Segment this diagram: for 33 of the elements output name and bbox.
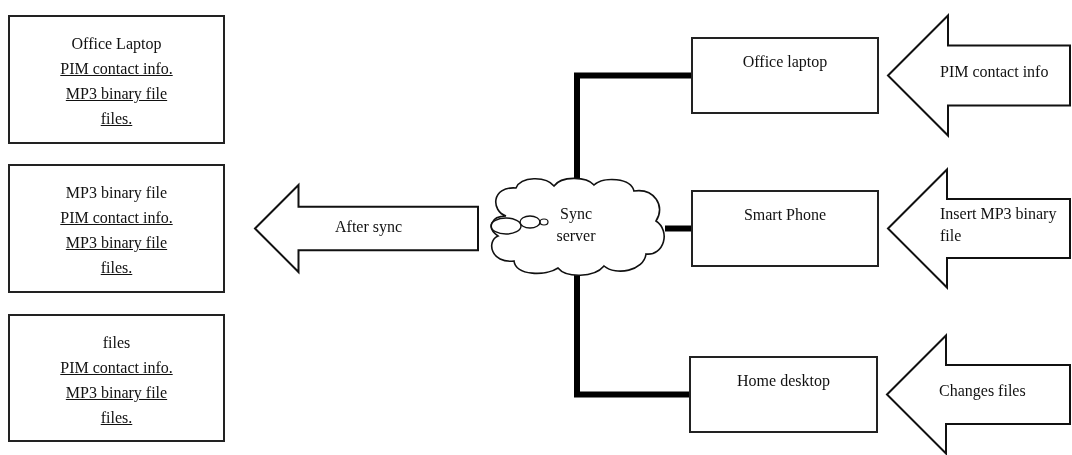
device-label: Smart Phone [743,206,827,224]
file-list-box [8,164,225,293]
box-heading: files [102,333,131,353]
device-label: Office laptop [742,53,828,71]
box-heading: MP3 binary file [65,183,168,204]
file-item: MP3 binary file [65,383,168,404]
file-item: files. [100,408,133,428]
edge-label: After sync [335,216,403,238]
device-box [691,37,879,114]
file-item: PIM contact info. [60,59,173,79]
device-label: Home desktop [737,372,830,390]
block-arrow [253,182,479,275]
device-box [691,190,879,267]
edge-label: Changes files [939,380,1026,402]
file-item: files. [100,258,133,278]
file-list-box [8,314,225,442]
block-arrow [886,13,1071,138]
cloud-label: Sync server [555,204,597,246]
connector-line [665,225,691,232]
block-arrow [885,333,1071,455]
file-item: PIM contact info. [60,208,173,228]
edge-label: PIM contact info [940,61,1049,82]
box-heading: Office Laptop [71,34,162,55]
block-arrow [886,167,1071,290]
connector-line [574,72,691,180]
file-item: MP3 binary file [65,233,168,254]
file-item: PIM contact info. [60,358,173,378]
file-item: MP3 binary file [65,84,168,105]
file-item: files. [100,109,133,129]
connector-line [574,275,689,398]
edge-label: Insert MP3 binary file [940,203,1058,246]
device-box [689,356,878,433]
file-list-box [8,15,225,144]
